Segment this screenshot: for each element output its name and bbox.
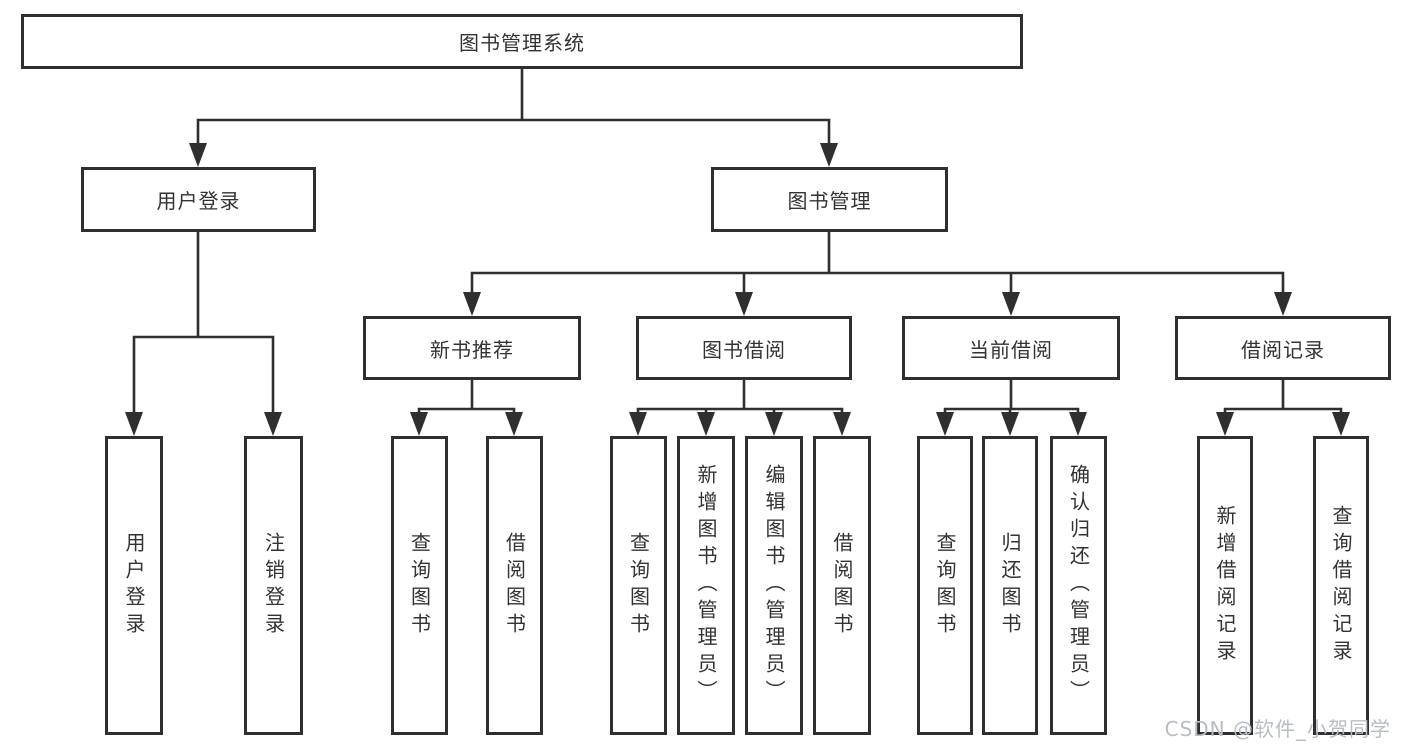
node-label: 图书管理: [787, 189, 872, 213]
arrow-down-icon: [697, 412, 715, 436]
leaf-borrow-books-1: 借阅图书: [486, 436, 543, 735]
csdn-watermark: CSDN @软件_小贺同学: [1164, 717, 1391, 741]
leaf-label: 新增借阅记录: [1213, 504, 1237, 667]
node-label: 图书管理系统: [459, 31, 585, 55]
leaf-label: 用户登录: [122, 531, 146, 640]
node-label: 当前借阅: [969, 337, 1053, 362]
leaf-query-borrow-record: 查询借阅记录: [1313, 436, 1369, 735]
leaf-label: 注销登录: [261, 531, 286, 640]
leaf-user-login: 用户登录: [105, 436, 163, 735]
leaf-borrow-books-2: 借阅图书: [813, 436, 871, 735]
leaf-label: 查询图书: [626, 531, 651, 640]
leaf-label: 编辑图书（管理员）: [762, 464, 786, 707]
arrow-down-icon: [765, 412, 783, 436]
arrow-down-icon: [1069, 412, 1087, 436]
node-borrowing-records: 借阅记录: [1175, 316, 1391, 380]
arrow-down-icon: [1002, 292, 1020, 316]
leaf-return-books: 归还图书: [982, 436, 1038, 735]
arrow-down-icon: [629, 412, 647, 436]
node-book-borrowing: 图书借阅: [636, 316, 852, 380]
leaf-label: 归还图书: [998, 531, 1022, 640]
arrow-down-icon: [936, 412, 954, 436]
arrow-down-icon: [833, 412, 851, 436]
leaf-query-books-3: 查询图书: [917, 436, 973, 735]
arrow-down-icon: [1216, 412, 1234, 436]
node-label: 借阅记录: [1241, 337, 1325, 362]
leaf-confirm-return-admin: 确认归还（管理员）: [1050, 436, 1107, 735]
arrow-down-icon: [463, 292, 481, 316]
arrow-down-icon: [264, 412, 282, 436]
leaf-label: 借阅图书: [830, 531, 854, 640]
arrow-down-icon: [125, 412, 143, 436]
node-current-borrowing: 当前借阅: [902, 316, 1120, 380]
leaf-logout: 注销登录: [244, 436, 303, 735]
node-label: 图书借阅: [702, 337, 786, 362]
leaf-edit-books-admin: 编辑图书（管理员）: [745, 436, 803, 735]
arrow-down-icon: [1274, 292, 1292, 316]
arrow-down-icon: [505, 412, 523, 436]
node-label: 新书推荐: [430, 337, 514, 362]
leaf-query-books-1: 查询图书: [391, 436, 448, 735]
leaf-label: 查询图书: [933, 531, 957, 640]
arrow-down-icon: [189, 143, 207, 167]
leaf-label: 借阅图书: [502, 531, 527, 640]
node-library-management-system: 图书管理系统: [21, 14, 1023, 69]
node-new-book-recommend: 新书推荐: [363, 316, 581, 380]
leaf-query-books-2: 查询图书: [610, 436, 667, 735]
arrow-down-icon: [1001, 412, 1019, 436]
node-book-management: 图书管理: [711, 167, 948, 232]
leaf-label: 查询图书: [407, 531, 432, 640]
leaf-label: 查询借阅记录: [1329, 504, 1353, 667]
arrow-down-icon: [735, 292, 753, 316]
leaf-add-borrow-record: 新增借阅记录: [1197, 436, 1253, 735]
leaf-add-books-admin: 新增图书（管理员）: [677, 436, 735, 735]
arrow-down-icon: [1332, 412, 1350, 436]
node-label: 用户登录: [156, 189, 241, 213]
arrow-down-icon: [410, 412, 428, 436]
arrow-down-icon: [820, 143, 838, 167]
leaf-label: 确认归还（管理员）: [1066, 464, 1091, 707]
leaf-label: 新增图书（管理员）: [694, 464, 718, 707]
node-user-login-group: 用户登录: [81, 167, 316, 232]
